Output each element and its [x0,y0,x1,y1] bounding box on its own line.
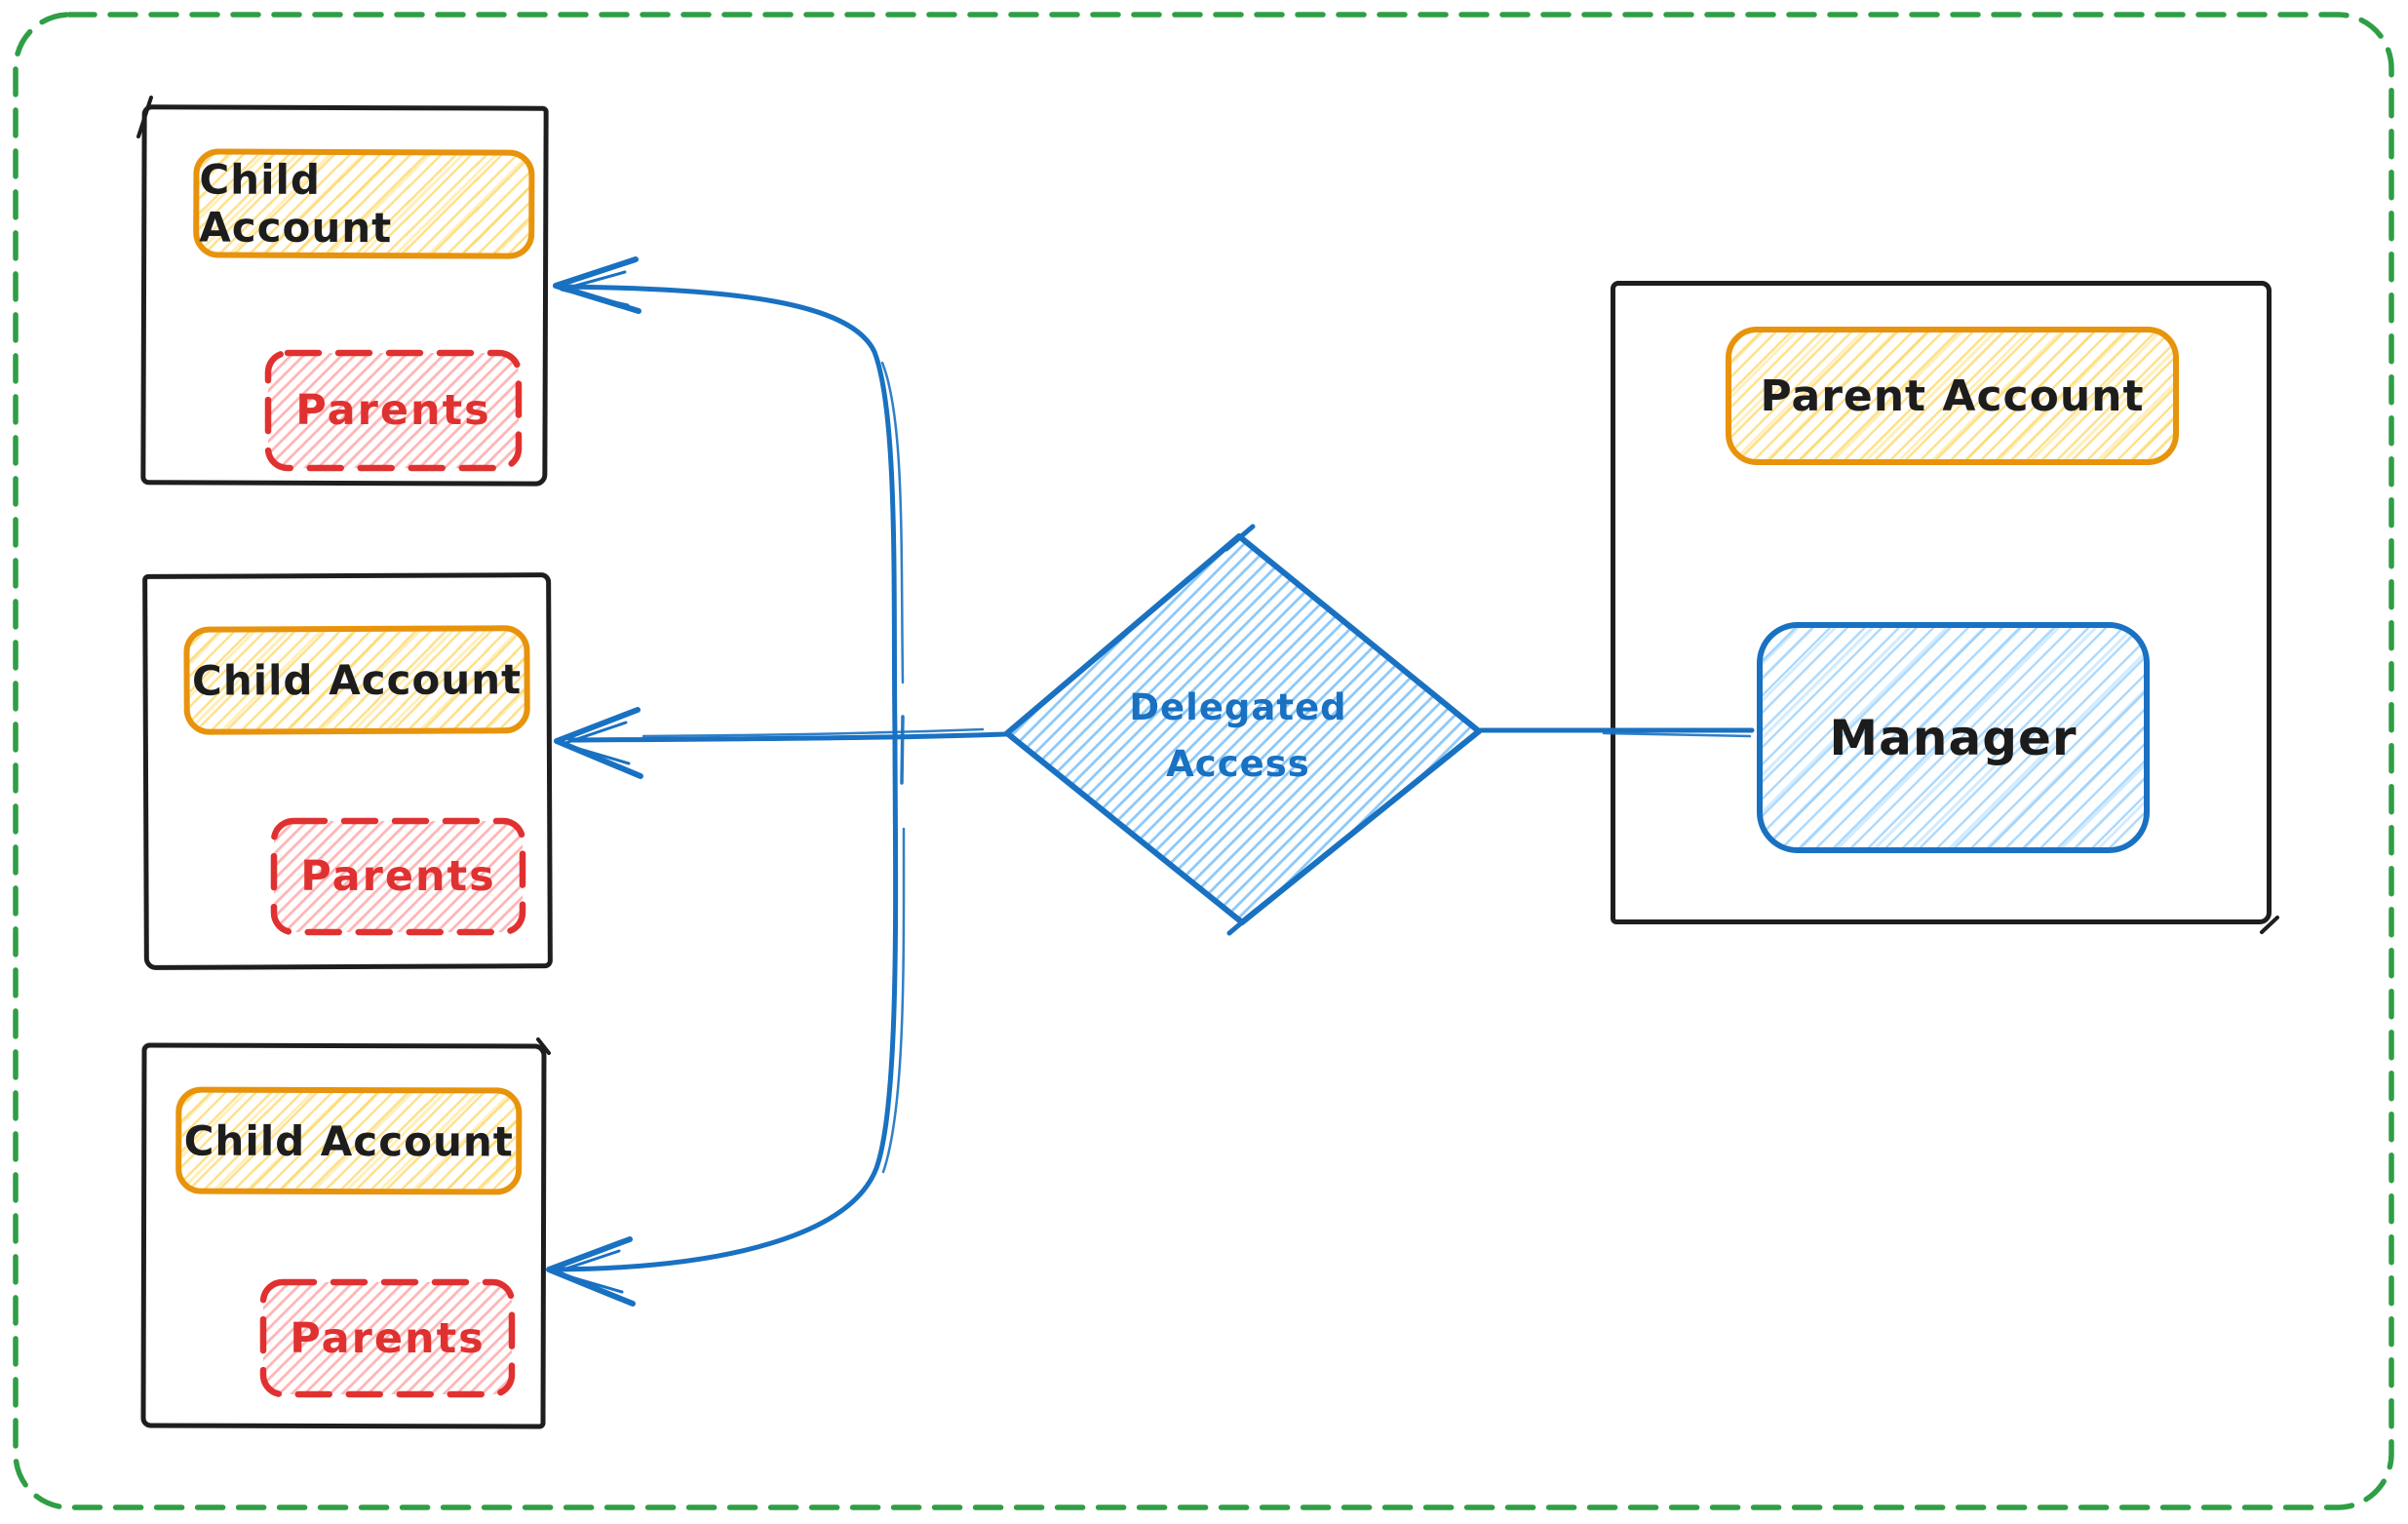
arrowhead-child2-echo [561,721,631,765]
manager-label: Manager [1829,709,2078,766]
parent-account-label: Parent Account [1726,327,2179,465]
delegated-access-label: Delegated Access [1058,676,1418,797]
parent-account-title: Parent Account [1760,371,2145,421]
arrowhead-child2 [554,707,643,779]
connector-branch-child1-echo [880,361,905,684]
parents-label-1: Parents [268,353,519,468]
parents-label-2: Parents [274,821,523,932]
parent-account-box: Parent Account Manager [1611,281,2272,924]
child-account-title-2: Child Account [191,655,523,705]
connector-junction-tick [900,715,905,785]
connector-branch-child1 [557,284,898,737]
connector-diamond-child2 [567,731,1008,743]
connector-branch-child3 [556,731,899,1272]
parents-text-3: Parents [290,1313,485,1363]
child-account-label-3: Child Account [175,1086,523,1195]
child-account-title-1: Child Account [199,155,393,253]
arrowhead-child1-echo [560,270,630,307]
connector-branch-child3-echo [881,827,906,1174]
delegated-access-line1: Delegated [1129,686,1347,728]
parents-label-3: Parents [263,1282,512,1394]
connector-diamond-child2-echo [641,727,985,738]
child-account-label-1: Child Account [193,148,535,259]
arrowhead-child3 [546,1236,636,1307]
child-account-label-2: Child Account [183,625,530,735]
delegated-access-line2: Access [1166,743,1310,785]
parents-text-2: Parents [300,852,496,901]
child-account-title-3: Child Account [183,1116,514,1165]
manager-node: Manager [1757,622,2150,853]
arrowhead-child1 [553,256,641,314]
arrowhead-child3-echo [553,1249,624,1294]
parents-text-1: Parents [295,386,491,435]
